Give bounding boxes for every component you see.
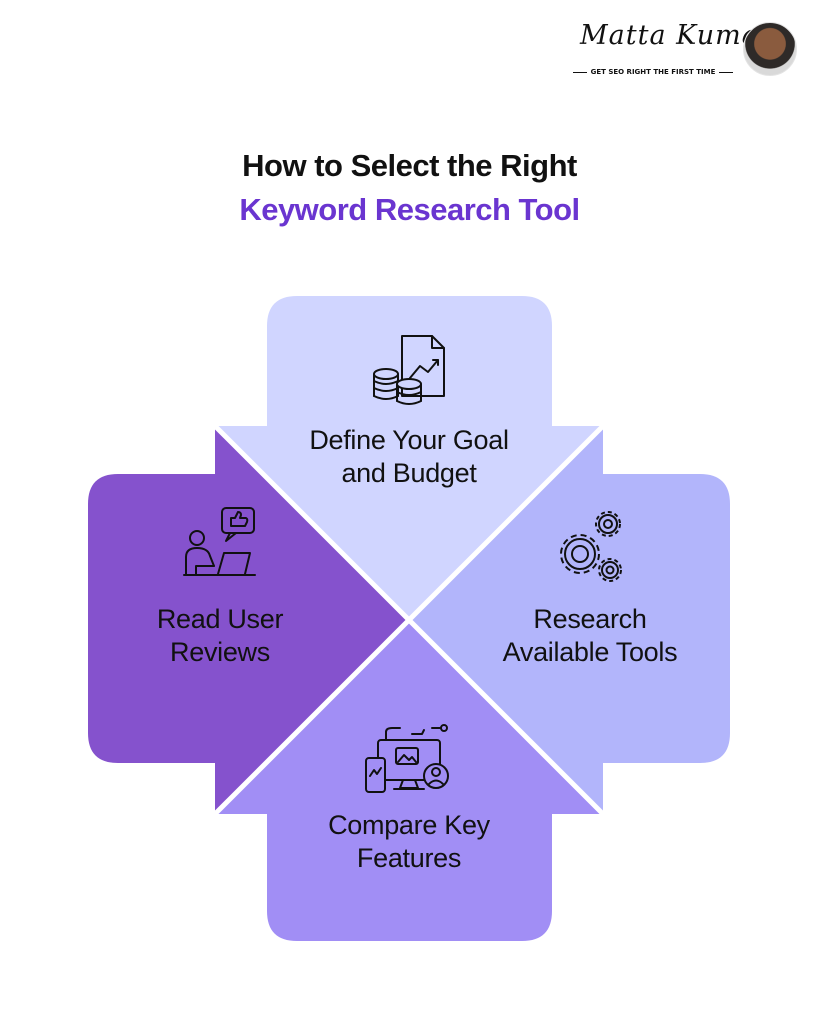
step-left-label: Read User Reviews: [156, 604, 284, 667]
separator-diagonal-b: [213, 424, 605, 816]
page-title-line1: How to Select the Right: [242, 148, 577, 183]
budget-chart-coins-icon: [373, 335, 445, 405]
step-top-label: Define Your Goal and Budget: [309, 425, 509, 488]
step-bottom-label: Compare Key Features: [328, 810, 490, 873]
devices-comparison-icon: [365, 724, 449, 793]
page-title-line2: Keyword Research Tool: [239, 192, 580, 227]
user-reviews-thumbs-up-icon: [183, 507, 256, 576]
brand-logo: Matta Kumar GET SEO RIGHT THE FIRST TIME: [568, 18, 798, 82]
brand-name: Matta Kumar: [580, 20, 773, 51]
step-right-shape: [409, 426, 730, 814]
brand-tagline: GET SEO RIGHT THE FIRST TIME: [568, 68, 738, 76]
author-avatar: [743, 22, 797, 76]
step-right-label: Research Available Tools: [502, 604, 678, 667]
step-top-shape: [215, 296, 603, 620]
step-left-shape: [88, 426, 409, 814]
gears-icon: [560, 511, 622, 582]
